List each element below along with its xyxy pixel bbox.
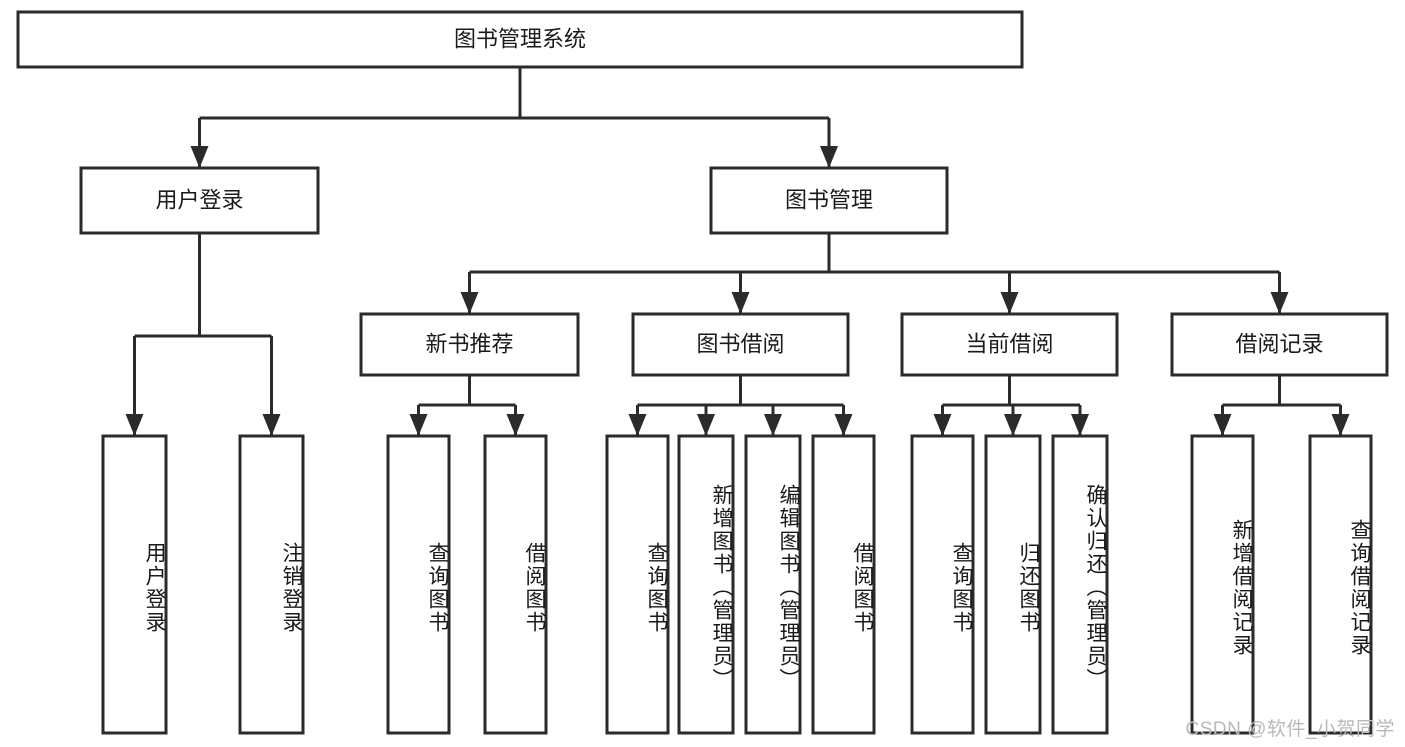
leaf-node-box-leaf-logout — [238, 434, 305, 735]
level3-node-box-new-book-recommend — [359, 312, 580, 377]
arrow-head-icon-leaf-query-borrow-record — [1331, 414, 1350, 436]
leaf-node-box-leaf-query-book-rec — [386, 434, 451, 735]
arrow-head-icon-current-borrow — [1000, 292, 1019, 314]
leaf-node-box-leaf-add-book-admin — [677, 434, 735, 735]
arrow-head-icon-new-book-recommend — [460, 292, 479, 314]
leaf-node-box-leaf-edit-book-admin — [744, 434, 802, 735]
root-node-box-root — [16, 10, 1024, 69]
arrow-head-icon-leaf-edit-book-admin — [764, 414, 782, 436]
level2-node-label-user-login: 用户登录 — [155, 187, 243, 212]
level2-node-label-book-manage: 图书管理 — [785, 187, 873, 212]
arrow-head-icon-leaf-query-book-current — [933, 414, 952, 436]
level2-node-box-book-manage — [709, 166, 949, 235]
leaf-node-box-leaf-add-borrow-record — [1190, 434, 1255, 735]
root-node-label-root: 图书管理系统 — [454, 26, 586, 51]
arrow-head-icon-leaf-confirm-return-admin — [1071, 414, 1089, 436]
arrow-head-icon-borrow-records — [1270, 292, 1289, 314]
leaf-node-box-leaf-user-login — [101, 434, 168, 735]
level3-node-box-book-borrow — [631, 312, 850, 377]
arrow-head-icon-leaf-add-book-admin — [697, 414, 715, 436]
level3-node-label-book-borrow: 图书借阅 — [696, 331, 784, 356]
level3-node-label-current-borrow: 当前借阅 — [965, 331, 1053, 356]
level3-node-label-borrow-records: 借阅记录 — [1235, 331, 1323, 356]
arrow-head-icon-leaf-return-book — [1004, 414, 1022, 436]
leaf-node-box-leaf-return-book — [984, 434, 1042, 735]
leaf-node-box-leaf-borrow-book-rec — [483, 434, 548, 735]
level3-node-label-new-book-recommend: 新书推荐 — [425, 331, 513, 356]
arrow-head-icon-leaf-borrow-book-rec — [506, 414, 525, 436]
arrow-head-icon-leaf-user-login — [125, 414, 144, 436]
watermark-text: CSDN @软件_小贺同学 — [1185, 719, 1395, 740]
arrow-head-icon-leaf-query-book-rec — [409, 414, 428, 436]
leaf-node-box-leaf-query-book-borrow — [605, 434, 670, 735]
leaf-node-box-leaf-confirm-return-admin — [1051, 434, 1109, 735]
level3-node-box-borrow-records — [1170, 312, 1389, 377]
arrow-head-icon-user-login — [190, 146, 209, 168]
arrow-head-icon-book-borrow — [731, 292, 750, 314]
arrow-head-icon-leaf-add-borrow-record — [1213, 414, 1232, 436]
arrow-head-icon-leaf-borrow-book — [834, 414, 853, 436]
leaf-node-box-leaf-query-book-current — [910, 434, 975, 735]
level2-node-box-user-login — [79, 166, 320, 235]
leaf-node-box-leaf-query-borrow-record — [1308, 434, 1373, 735]
level3-node-box-current-borrow — [900, 312, 1119, 377]
leaf-node-box-leaf-borrow-book — [811, 434, 876, 735]
arrow-head-icon-leaf-query-book-borrow — [628, 414, 647, 436]
arrow-head-icon-book-manage — [820, 146, 838, 168]
arrow-head-icon-leaf-logout — [262, 414, 281, 436]
